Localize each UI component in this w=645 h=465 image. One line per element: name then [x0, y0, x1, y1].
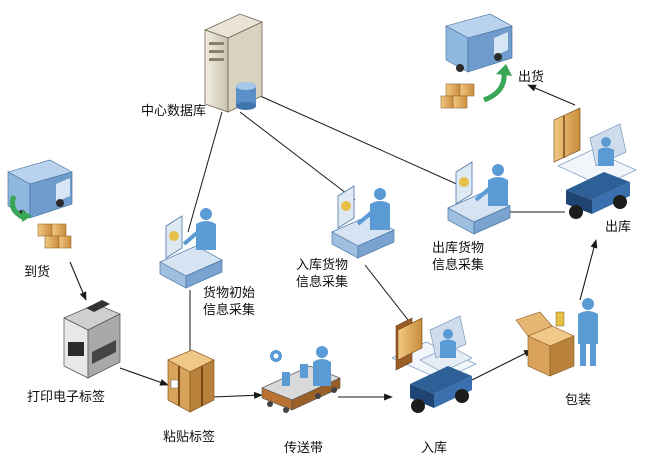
- label-init-collect: 货物初始 信息采集: [203, 285, 255, 319]
- label-init-collect-line2: 信息采集: [203, 303, 256, 318]
- cargo-boxes-icon: [440, 83, 475, 109]
- database-server-icon: [203, 13, 264, 113]
- out-collect-worker-icon: [447, 161, 511, 235]
- arrow-arrive-printer: [69, 261, 87, 301]
- arrow-printer-paste: [119, 367, 169, 386]
- arrow-instock-pack: [471, 349, 533, 381]
- labeled-box-icon: [167, 349, 215, 413]
- init-collect-worker-icon: [159, 208, 223, 289]
- cargo-boxes-icon: [37, 223, 72, 249]
- label-arrive: 到货: [24, 265, 51, 280]
- label-out-collect-line2: 信息采集: [432, 258, 485, 273]
- label-in-collect-line1: 入库货物: [296, 258, 349, 273]
- label-out-collect: 出库货物 信息采集: [432, 240, 484, 274]
- label-out-stock: 出库: [605, 220, 632, 235]
- label-in-collect: 入库货物 信息采集: [296, 257, 348, 291]
- label-init-collect-line1: 货物初始: [203, 286, 256, 301]
- in-collect-worker-icon: [331, 185, 395, 259]
- inbound-forklift-icon: [391, 315, 477, 413]
- line-incollect-instock: [364, 264, 413, 326]
- label-printer: 打印电子标签: [27, 390, 106, 405]
- connector-lines: [187, 94, 565, 355]
- label-out-collect-line1: 出库货物: [432, 241, 485, 256]
- label-in-collect-line2: 信息采集: [296, 275, 349, 290]
- label-in-stock: 入库: [421, 441, 448, 456]
- arrow-outstock-ship: [527, 84, 576, 106]
- label-ship: 出货: [518, 70, 545, 85]
- label-database: 中心数据库: [141, 104, 207, 119]
- conveyor-belt-icon: [261, 346, 341, 413]
- shipping-truck-icon: [440, 13, 513, 109]
- arrival-truck-icon: [7, 159, 73, 249]
- arrow-pack-outstock: [579, 239, 598, 301]
- line-db-incollect: [239, 111, 356, 201]
- gear-icon: [270, 350, 282, 362]
- flow-arrows: [69, 84, 598, 401]
- label-conveyor: 传送带: [284, 441, 324, 456]
- label-pack: 包装: [565, 393, 592, 408]
- label-printer-icon: [63, 300, 121, 379]
- outbound-forklift-icon: [553, 107, 637, 219]
- packing-worker-icon: [515, 298, 598, 377]
- label-paste: 粘贴标签: [163, 430, 216, 445]
- line-db-init: [187, 111, 223, 233]
- arrow-paste-conveyor: [211, 391, 263, 399]
- line-db-outcollect: [257, 94, 471, 191]
